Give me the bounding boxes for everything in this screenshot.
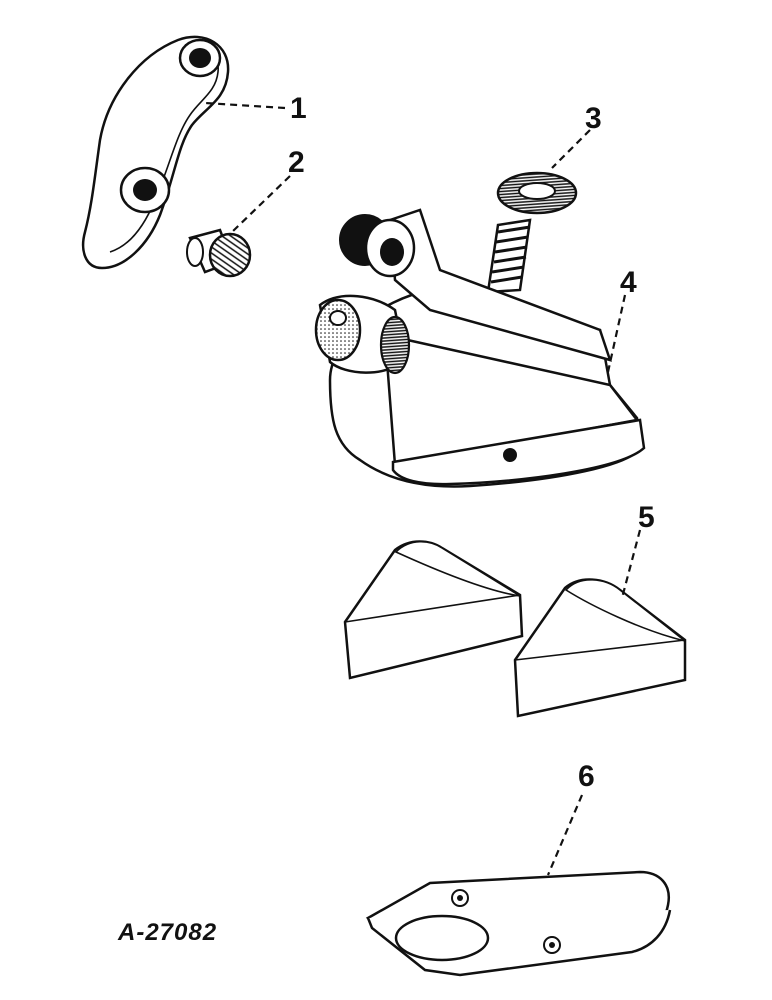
leader-line-5 [620, 529, 642, 599]
part-5-wedge-block-icon [343, 540, 687, 718]
callout-numbers: 1 2 3 4 5 6 [288, 92, 655, 793]
callout-6: 6 [578, 760, 595, 793]
callout-3: 3 [585, 102, 602, 135]
part-4-shoe-assembly-icon [314, 208, 646, 488]
pivot-knob-icon [339, 214, 416, 278]
part-3-washer-icon [496, 171, 578, 215]
part-2-pin-bolt-icon [186, 228, 252, 278]
callout-2: 2 [288, 146, 305, 179]
wedge-block-left [343, 540, 524, 680]
leader-lines [204, 101, 642, 876]
figure-id-label: A-27082 [117, 919, 217, 946]
leader-line-4 [606, 294, 627, 373]
leader-line-1 [204, 101, 286, 110]
adjusting-knob-icon [314, 294, 411, 375]
leader-line-6 [546, 794, 584, 876]
leader-line-2 [231, 175, 291, 233]
part-1-curved-arm-plate-icon [81, 35, 230, 270]
callout-4: 4 [620, 266, 637, 299]
callout-5: 5 [638, 501, 655, 534]
threaded-stud-icon [486, 218, 532, 294]
callout-1: 1 [290, 92, 307, 125]
wedge-block-right [513, 578, 687, 718]
part-6-base-plate-icon [365, 870, 672, 977]
leader-line-3 [551, 129, 591, 169]
